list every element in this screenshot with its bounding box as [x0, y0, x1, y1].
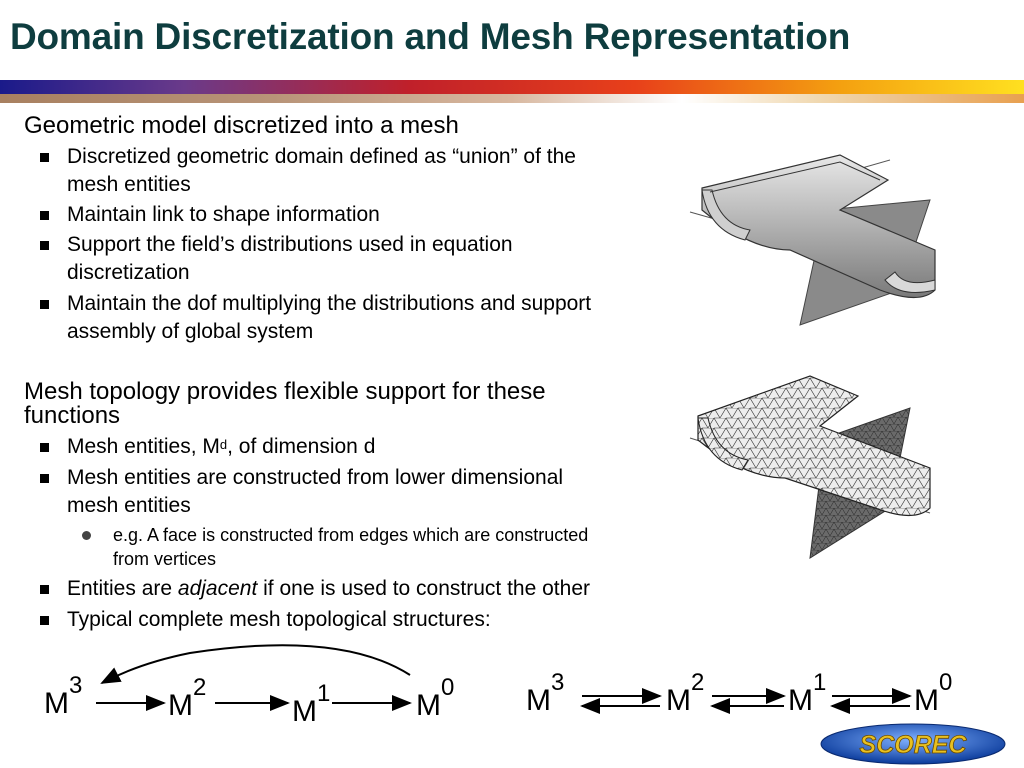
bullet-text: , of dimension d [227, 435, 376, 458]
node-m1: M1 [788, 669, 826, 717]
bullet-line: mesh entities [67, 494, 191, 517]
bullet-adjacent: Entities are adjacent if one is used to … [0, 575, 590, 603]
mesh-illustration [689, 375, 931, 559]
title-gradient-bar-lower-right [682, 94, 1024, 103]
bullet-constructed: Mesh entities are constructed from lower… [0, 464, 563, 520]
bullet-line: mesh entities [67, 173, 191, 196]
bullet-line: Mesh entities, Md, of dimension d [67, 433, 375, 461]
bullet-text: Mesh entities, M [67, 435, 220, 458]
title-gradient-bar [0, 80, 1024, 94]
bullet-field-distributions: Support the field’s distributions used i… [0, 231, 513, 287]
bullet-line: Mesh entities are constructed from lower… [67, 466, 564, 489]
title-gradient-bar-lower [0, 94, 682, 103]
bullet-line: Maintain link to shape information [67, 203, 380, 226]
section-heading-geometric-model: Geometric model discretized into a mesh [24, 112, 459, 139]
slide-title: Domain Discretization and Mesh Represent… [10, 16, 851, 57]
bullet-dof: Maintain the dof multiplying the distrib… [0, 290, 591, 346]
bullet-line: Maintain the dof multiplying the distrib… [67, 292, 592, 315]
logo-text: SCOREC [860, 731, 968, 759]
bullet-line: from vertices [113, 549, 217, 569]
sub-bullet-face-example: e.g. A face is constructed from edges wh… [0, 523, 588, 571]
bullet-line: e.g. A face is constructed from edges wh… [113, 525, 589, 545]
bullet-line: Typical complete mesh topological struct… [67, 608, 491, 631]
heading-line: functions [24, 402, 121, 429]
bullet-union: Discretized geometric domain defined as … [0, 143, 576, 199]
bullet-shape-link: Maintain link to shape information [0, 201, 380, 229]
bullet-line: Entities are adjacent if one is used to … [67, 575, 590, 603]
bullet-text: if one is used to construct the other [257, 577, 590, 600]
bullet-text: Entities are [67, 577, 178, 600]
node-m1: M1 [292, 680, 330, 728]
node-m2: M2 [168, 674, 206, 722]
bullet-line: Support the field’s distributions used i… [67, 233, 513, 256]
scorec-logo: SCOREC [820, 723, 1006, 765]
section-heading-mesh-topology: Mesh topology provides flexible support … [24, 380, 546, 428]
bullet-mesh-entities: Mesh entities, Md, of dimension d [0, 433, 375, 461]
bullet-line: assembly of global system [67, 320, 314, 343]
heading-line: Mesh topology provides flexible support … [24, 378, 546, 405]
one-way-topology-diagram: M3 M2 M1 M0 [44, 644, 454, 728]
bullet-line: Discretized geometric domain defined as … [67, 145, 576, 168]
geometric-model-illustration [689, 154, 936, 326]
bullet-emphasis: adjacent [177, 577, 258, 600]
bullet-typical: Typical complete mesh topological struct… [0, 606, 491, 634]
node-m3: M3 [526, 669, 564, 717]
arc-arrow-m0-to-m3 [100, 644, 411, 684]
node-m0: M0 [416, 674, 454, 722]
node-m0: M0 [914, 669, 952, 717]
two-way-topology-diagram: M3 M2 M1 M0 [526, 669, 952, 717]
node-m2: M2 [666, 669, 704, 717]
node-m3: M3 [44, 672, 82, 720]
superscript: d [219, 437, 228, 452]
bullet-line: discretization [67, 261, 190, 284]
